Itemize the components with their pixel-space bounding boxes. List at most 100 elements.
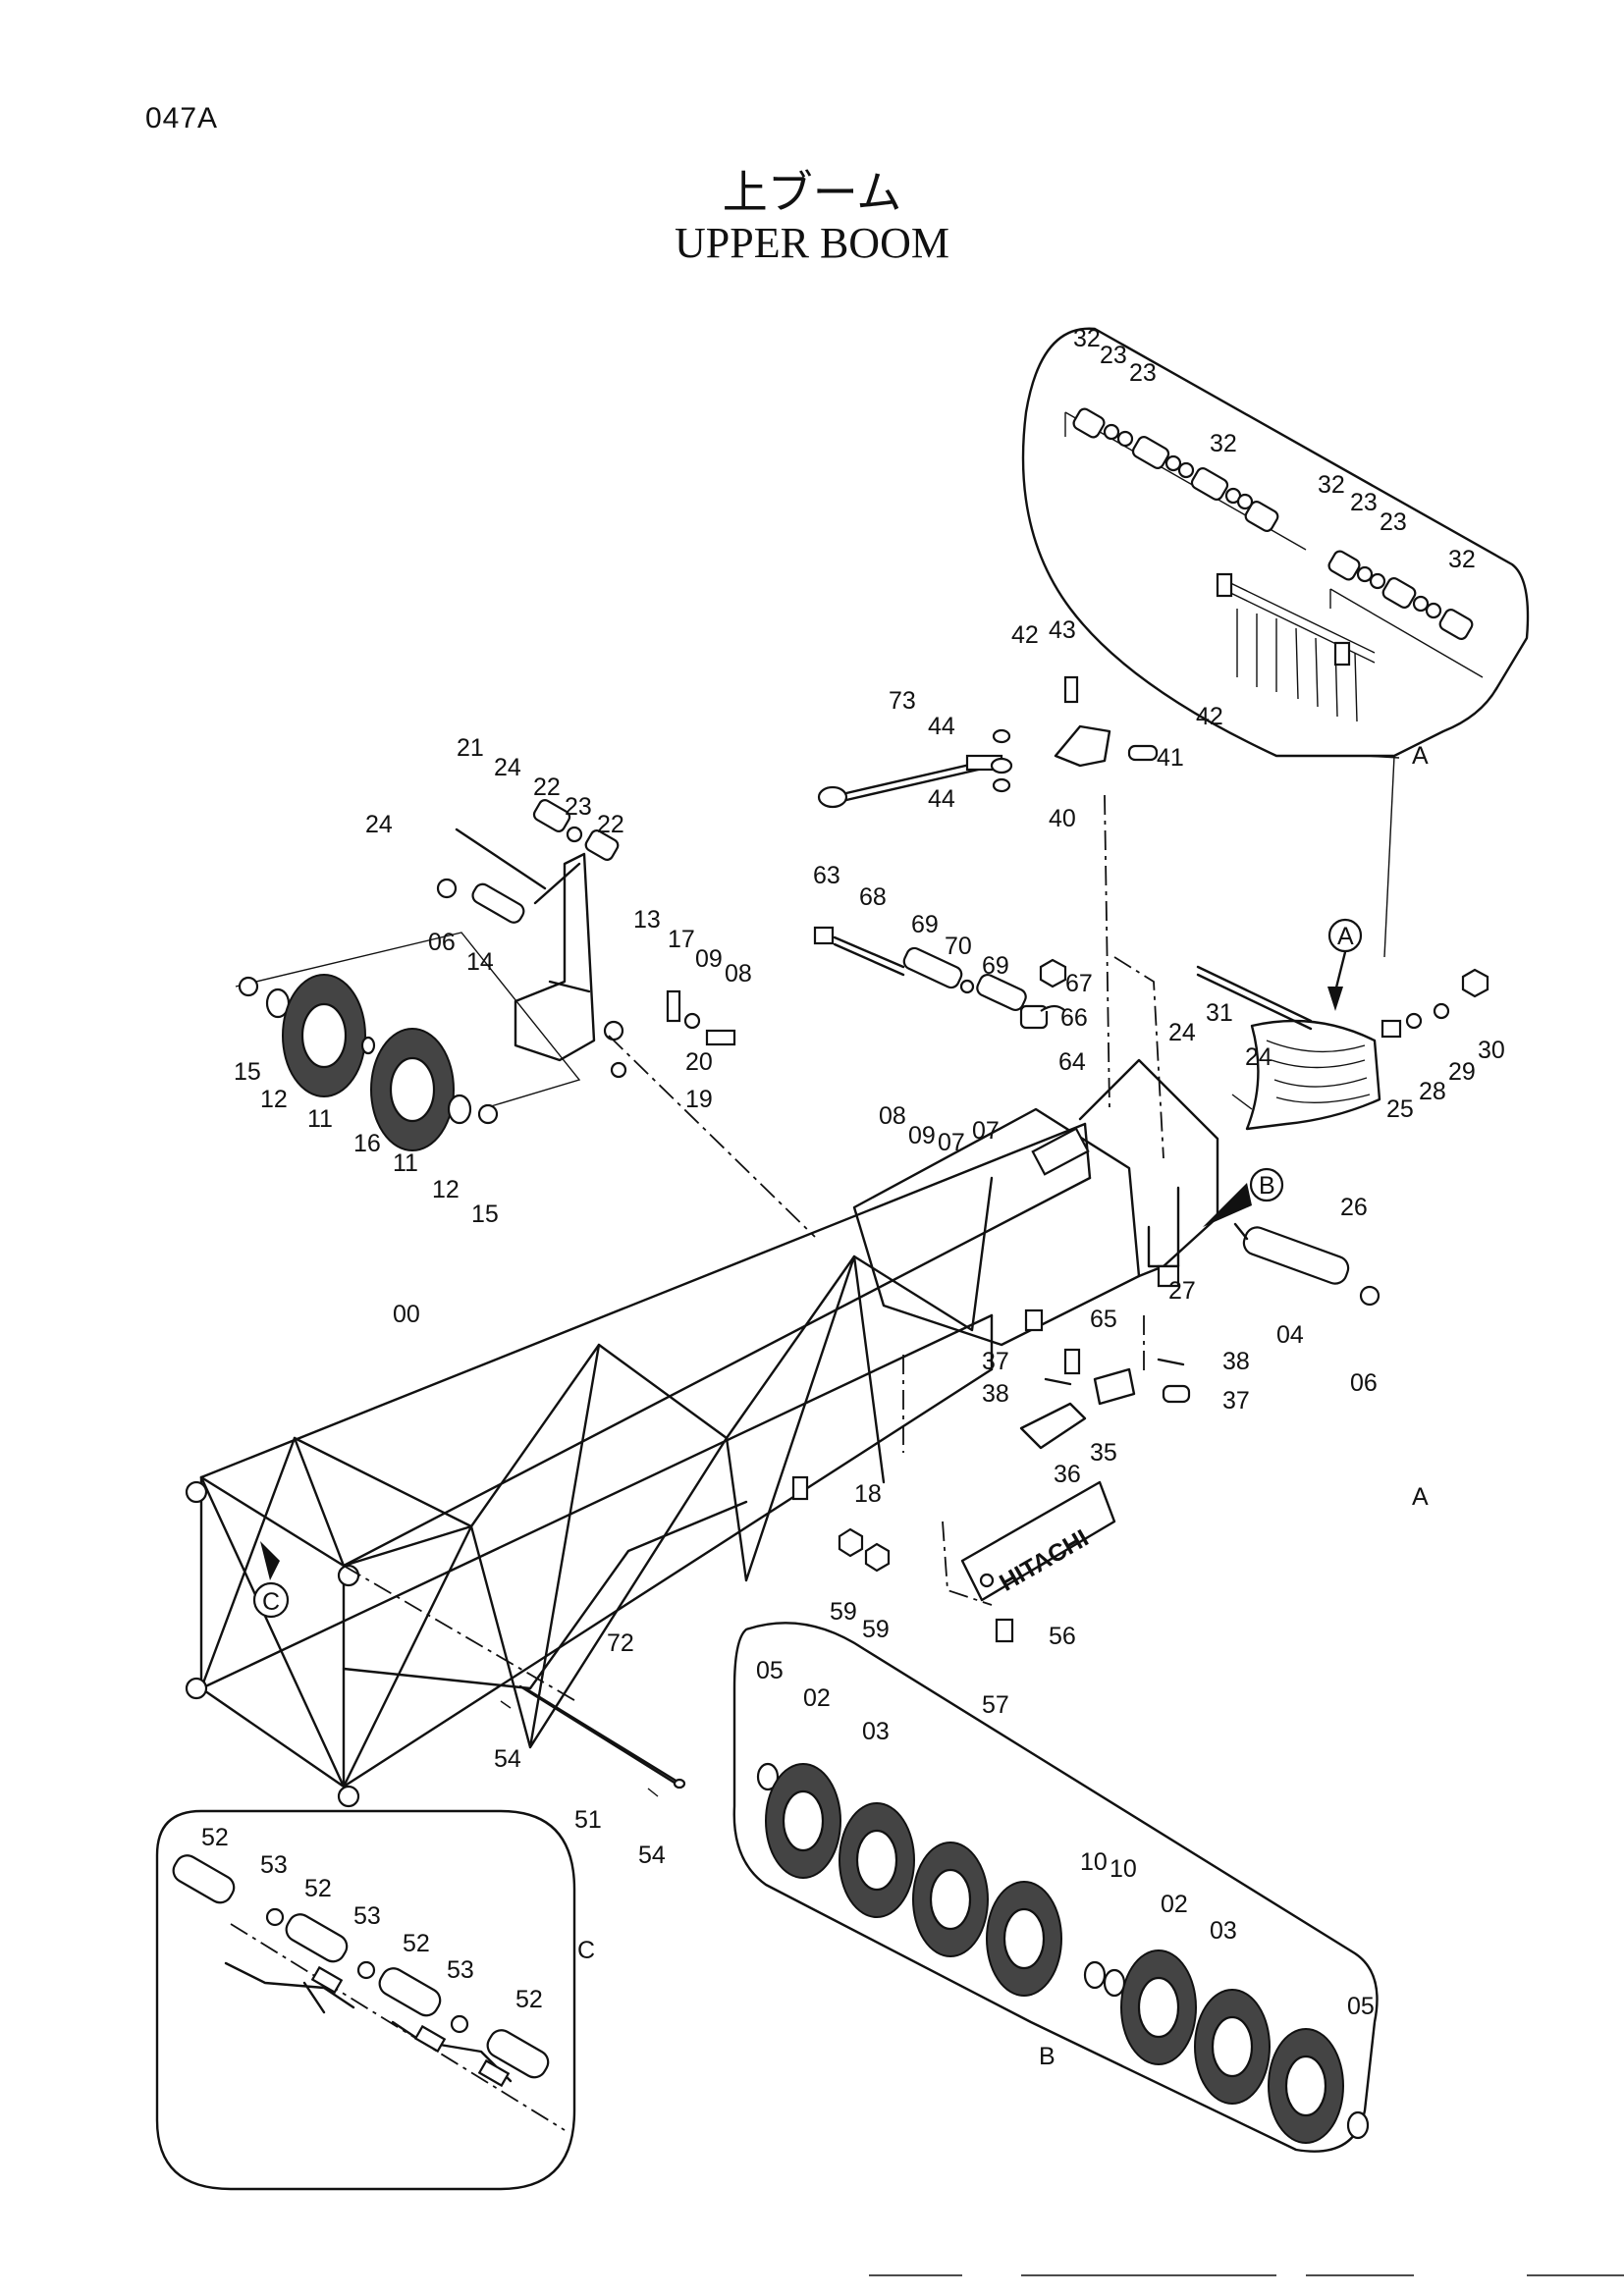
callout: 52 bbox=[304, 1875, 332, 1902]
detail-marker-b: B bbox=[1203, 1167, 1284, 1227]
detail-marker-c: C bbox=[252, 1541, 290, 1619]
callout: 53 bbox=[353, 1902, 381, 1930]
callouts-main: 42 43 73 44 42 44 41 40 21 24 22 23 22 2… bbox=[234, 616, 1505, 1869]
callout: 23 bbox=[1380, 508, 1407, 536]
callout: 09 bbox=[908, 1122, 936, 1149]
callout: 25 bbox=[1386, 1095, 1414, 1123]
callout: 24 bbox=[494, 754, 521, 781]
callout: 19 bbox=[685, 1086, 713, 1113]
rod-51 bbox=[500, 1684, 686, 1797]
callout: 09 bbox=[695, 945, 723, 973]
svg-text:C: C bbox=[262, 1588, 280, 1616]
callout: 12 bbox=[260, 1086, 288, 1113]
callout: 32 bbox=[1073, 325, 1101, 352]
callout: 52 bbox=[515, 1986, 543, 2013]
callout: 64 bbox=[1058, 1048, 1086, 1076]
callout: 54 bbox=[494, 1745, 521, 1773]
title-japanese: 上ブーム bbox=[722, 166, 902, 219]
callout: 59 bbox=[830, 1598, 857, 1626]
callout: 73 bbox=[889, 687, 916, 715]
detail-view-b bbox=[732, 1622, 1379, 2153]
detail-view-a-tag: A bbox=[1412, 742, 1429, 770]
title-english: UPPER BOOM bbox=[675, 219, 949, 267]
callout: 36 bbox=[1054, 1461, 1081, 1488]
callout: 37 bbox=[982, 1348, 1009, 1375]
callout: 72 bbox=[607, 1629, 634, 1657]
svg-text:A: A bbox=[1337, 923, 1354, 950]
callouts-detail-b: 05 02 03 10 10 02 03 05 bbox=[756, 1657, 1375, 2020]
detail-view-b-tag: B bbox=[1039, 2043, 1056, 2070]
detail-view-c-tag: C bbox=[577, 1937, 595, 1964]
callout: 11 bbox=[393, 1149, 418, 1177]
callout: 24 bbox=[365, 811, 393, 838]
callout: 52 bbox=[201, 1824, 229, 1851]
callout: 29 bbox=[1448, 1058, 1476, 1086]
callout: 04 bbox=[1276, 1321, 1304, 1349]
callout: 51 bbox=[574, 1806, 602, 1834]
callout: 66 bbox=[1060, 1004, 1088, 1032]
detail-view-c bbox=[155, 1809, 576, 2191]
callout: 65 bbox=[1090, 1306, 1117, 1333]
callout: 23 bbox=[1129, 359, 1157, 387]
callout: 32 bbox=[1210, 430, 1237, 457]
callout: 43 bbox=[1049, 616, 1076, 644]
callout: 03 bbox=[1210, 1917, 1237, 1945]
parts-35-36 bbox=[1019, 1308, 1191, 1450]
callout: 21 bbox=[457, 734, 484, 762]
callout: 57 bbox=[982, 1691, 1009, 1719]
callout: 06 bbox=[1350, 1369, 1378, 1397]
callout: 63 bbox=[813, 862, 840, 889]
callout: 31 bbox=[1206, 999, 1233, 1027]
callout: 56 bbox=[1049, 1623, 1076, 1650]
callout: 54 bbox=[638, 1842, 666, 1869]
bracket-13 bbox=[436, 799, 736, 1079]
callout: 22 bbox=[597, 811, 624, 838]
callout: 23 bbox=[1100, 342, 1127, 369]
leader-lines bbox=[343, 755, 1395, 1704]
callouts-detail-a: 32 23 23 32 32 23 23 32 bbox=[1073, 325, 1476, 573]
callout: 37 bbox=[1222, 1387, 1250, 1415]
brand-plate-text: HITACHI bbox=[995, 1524, 1093, 1597]
detail-view-a-label: A bbox=[1412, 1483, 1429, 1511]
sheave-group-11 bbox=[235, 932, 581, 1151]
callout: 69 bbox=[982, 952, 1009, 980]
rope-guide-26 bbox=[1196, 965, 1489, 1131]
callout: 05 bbox=[756, 1657, 784, 1684]
callout: 53 bbox=[447, 1956, 474, 1984]
callout: 32 bbox=[1448, 546, 1476, 573]
callout: 41 bbox=[1157, 744, 1184, 772]
callout: 12 bbox=[432, 1176, 460, 1203]
callout: 38 bbox=[1222, 1348, 1250, 1375]
callout: 16 bbox=[353, 1130, 381, 1157]
callout: 15 bbox=[234, 1058, 261, 1086]
callout: 03 bbox=[862, 1718, 890, 1745]
callout: 00 bbox=[393, 1301, 420, 1328]
tie-rod-73 bbox=[817, 675, 1159, 809]
callout: 67 bbox=[1065, 970, 1093, 997]
callout: 08 bbox=[879, 1102, 906, 1130]
callout: 53 bbox=[260, 1851, 288, 1879]
boom-lattice bbox=[185, 1058, 1219, 1808]
callout: 59 bbox=[862, 1616, 890, 1643]
callout: 20 bbox=[685, 1048, 713, 1076]
callout: 02 bbox=[803, 1684, 831, 1712]
callout: 52 bbox=[403, 1930, 430, 1957]
callout: 38 bbox=[982, 1380, 1009, 1408]
callout: 14 bbox=[466, 948, 494, 976]
callout: 18 bbox=[854, 1480, 882, 1508]
callout: 30 bbox=[1478, 1037, 1505, 1064]
callout: 05 bbox=[1347, 1993, 1375, 2020]
callout: 23 bbox=[565, 793, 592, 821]
callout: 26 bbox=[1340, 1194, 1368, 1221]
callout: 10 bbox=[1080, 1848, 1108, 1876]
callout: 44 bbox=[928, 713, 955, 740]
callout: 07 bbox=[972, 1117, 1000, 1145]
callout: 40 bbox=[1049, 805, 1076, 832]
callout: 23 bbox=[1350, 489, 1378, 516]
callout: 24 bbox=[1168, 1019, 1196, 1046]
callout: 27 bbox=[1168, 1277, 1196, 1305]
detail-marker-a: A bbox=[1327, 918, 1363, 1011]
callout: 02 bbox=[1161, 1891, 1188, 1918]
